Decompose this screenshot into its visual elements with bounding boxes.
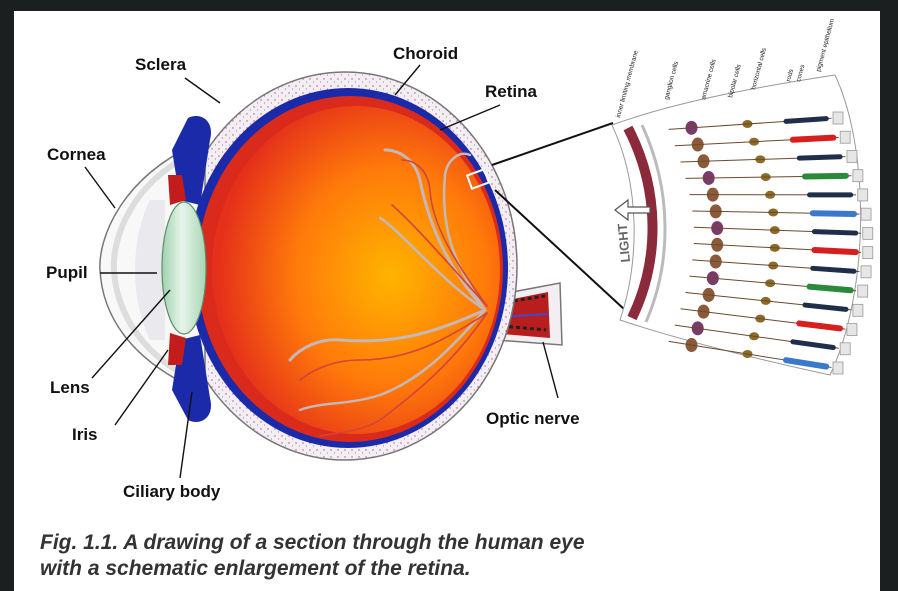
label-sclera: Sclera (135, 55, 187, 74)
cone-cell (793, 138, 834, 140)
pigment-epithelium-cell (863, 227, 873, 239)
inset-layer-label-4: horizontal cells (750, 46, 768, 90)
label-choroid: Choroid (393, 44, 458, 63)
rod-cell (799, 157, 840, 158)
inset-layer-label-2: amacrine cells (700, 58, 718, 101)
figure-caption: Fig. 1.1. A drawing of a section through… (40, 530, 860, 582)
pigment-epithelium-cell (861, 208, 871, 220)
pigment-epithelium-cell (847, 324, 857, 336)
inset-layer-label-5: rods (785, 68, 795, 83)
pigment-epithelium-cell (840, 343, 850, 355)
rod-cell (813, 268, 854, 271)
light-label: LIGHT (615, 223, 633, 263)
inset-layer-label-7: pigment epithelium (815, 18, 836, 73)
pigment-epithelium-cell (858, 189, 868, 201)
rod-cell (814, 232, 855, 233)
cone-cell (814, 250, 855, 252)
pigment-epithelium-cell (858, 285, 868, 297)
label-cornea: Cornea (47, 145, 106, 164)
label-iris: Iris (72, 425, 98, 444)
pigment-epithelium-cell (840, 131, 850, 143)
label-lens: Lens (50, 378, 90, 397)
lens-shape (162, 202, 206, 334)
rod-cell (786, 119, 826, 122)
inset-layer-label-0: inner limiting membrane (615, 49, 640, 118)
caption-line-2: with a schematic enlargement of the reti… (40, 557, 471, 580)
pigment-epithelium-cell (853, 170, 863, 182)
label-optic-nerve: Optic nerve (486, 409, 580, 428)
cone-cell (805, 176, 846, 177)
label-pupil: Pupil (46, 263, 88, 282)
label-ciliary-body: Ciliary body (123, 482, 221, 501)
pigment-epithelium-cell (847, 150, 857, 162)
pigment-epithelium-cell (853, 304, 863, 316)
pigment-epithelium-cell (833, 362, 843, 374)
pigment-epithelium-cell (863, 247, 873, 259)
pigment-epithelium-cell (861, 266, 871, 278)
retina-inset: LIGHT inner limiting membrane ganglion c… (612, 18, 873, 375)
cone-cell (813, 213, 854, 214)
pigment-epithelium-cell (833, 112, 843, 124)
inset-layer-label-1: ganglion cells (663, 60, 680, 101)
caption-line-1: Fig. 1.1. A drawing of a section through… (40, 531, 585, 554)
cone-cell (810, 287, 851, 291)
label-retina: Retina (485, 82, 538, 101)
